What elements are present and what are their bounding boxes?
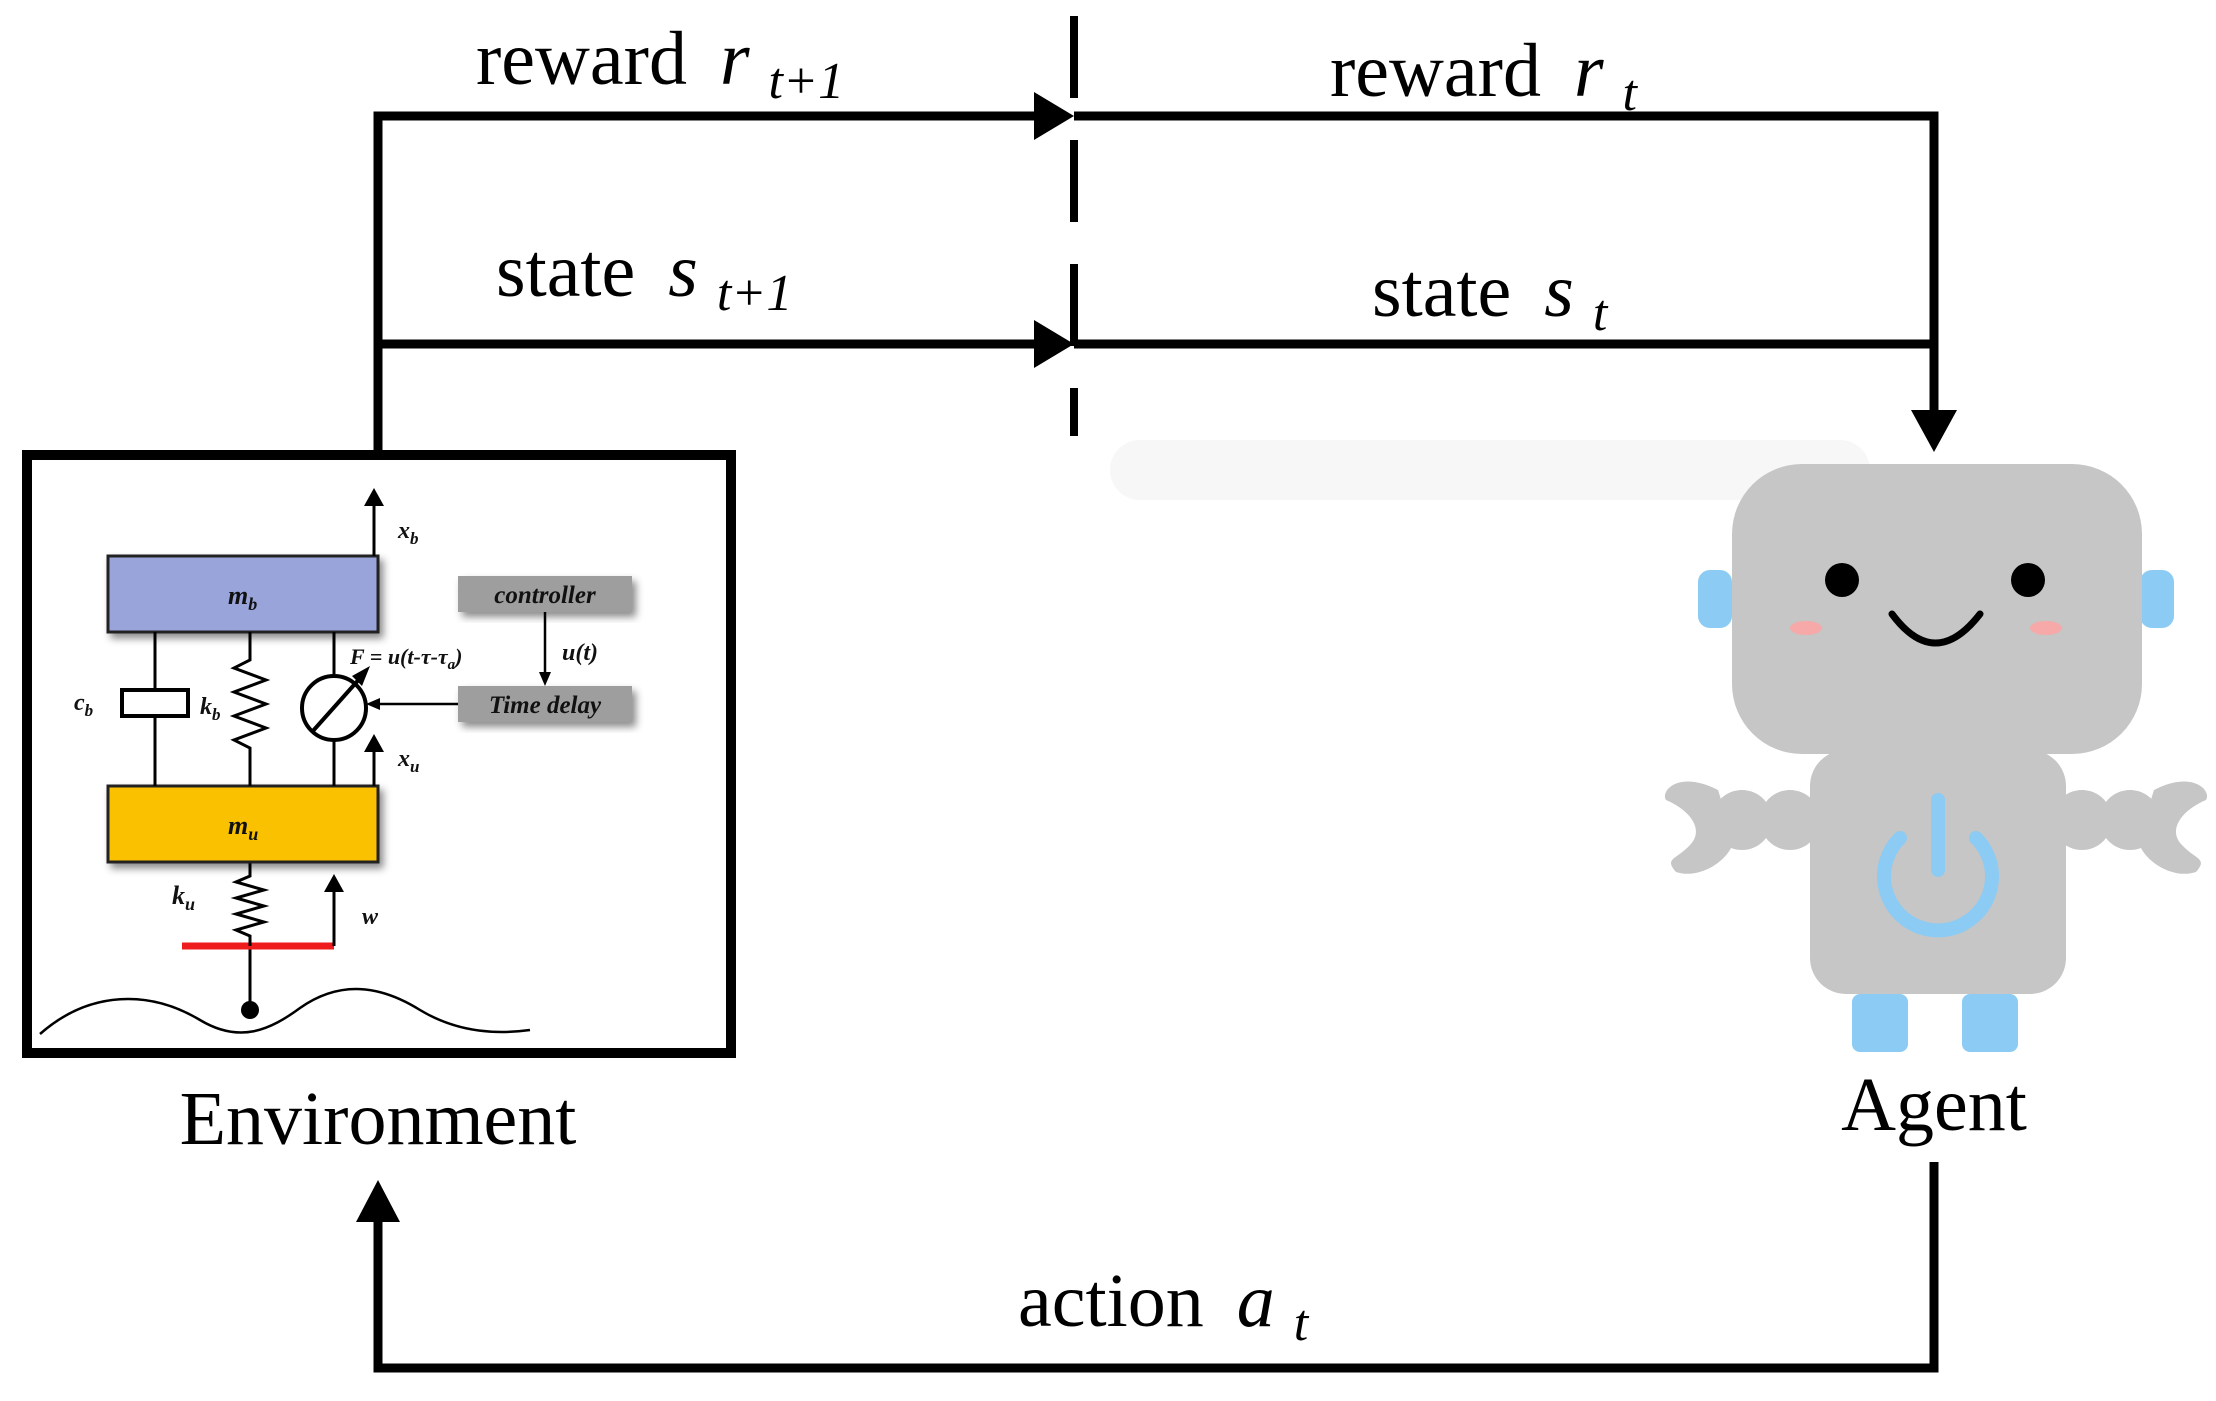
state-next-subscript: t+1 (717, 265, 793, 322)
damping-symbol: c (74, 690, 85, 716)
agent-label: Agent (1841, 1063, 2027, 1147)
sprung-mass-block (106, 554, 380, 634)
action-word: action (1018, 1259, 1204, 1343)
robot-right-cheek (2030, 621, 2062, 635)
sprung-mass-label: mb (228, 581, 257, 614)
actuator-force-subscript: a (448, 657, 456, 673)
sprung-displacement-arrowhead (364, 488, 384, 506)
robot-right-foot (1962, 994, 2018, 1052)
damping-subscript: b (85, 701, 94, 720)
road-profile (39, 987, 531, 1035)
damping-label: cb (74, 690, 93, 720)
state-now-symbol: s (1544, 249, 1574, 333)
state-next-symbol: s (668, 229, 698, 313)
reward-next-label: reward r t+1 (476, 17, 844, 110)
robot-left-cheek (1790, 621, 1822, 635)
environment-frame (22, 450, 736, 1058)
reward-now-word: reward (1330, 29, 1541, 113)
delay-to-actuator-arrowhead (366, 698, 380, 710)
robot-power-icon (1877, 831, 1999, 938)
robot-left-arm (1664, 781, 1820, 874)
agent-input-arrowhead (1911, 410, 1957, 452)
state-now-word: state (1372, 249, 1511, 333)
tire-stiffness-subscript: u (185, 894, 195, 914)
time-delay-label: Time delay (489, 692, 602, 719)
road-input-arrowhead (324, 874, 344, 892)
unsprung-displacement-arrowhead (364, 734, 384, 752)
action-line (373, 1162, 1939, 1373)
suspension-spring (229, 632, 271, 786)
robot-right-ear (2140, 570, 2174, 628)
tire-spring (230, 862, 270, 946)
suspension-stiffness-label: kb (200, 694, 221, 724)
unsprung-mass-subscript: u (248, 824, 258, 844)
unsprung-displacement-symbol: x (397, 746, 410, 772)
damper-body (120, 688, 190, 718)
reward-next-word: reward (476, 17, 687, 101)
unsprung-displacement-label: xu (397, 746, 419, 776)
robot-right-arm (2052, 781, 2208, 874)
environment-label: Environment (180, 1077, 577, 1161)
controller-block (458, 576, 632, 612)
action-label: action a t (1018, 1259, 1310, 1352)
road-input-label: w (362, 904, 379, 930)
sprung-displacement-subscript: b (410, 529, 419, 548)
robot-smile (1888, 610, 1984, 647)
controller-to-delay-arrowhead (539, 672, 551, 686)
tire-stiffness-symbol: k (172, 881, 185, 910)
actuator-slash-head (352, 666, 370, 686)
reward-now-label: reward r t (1330, 29, 1639, 122)
suspension-stiffness-subscript: b (212, 705, 221, 724)
unsprung-displacement-subscript: u (410, 757, 419, 776)
environment-box: w ku mu mb xb cb kb (22, 450, 736, 1058)
reward-now-symbol: r (1574, 29, 1604, 113)
sprung-mass-symbol: m (228, 581, 248, 610)
state-now-subscript: t (1593, 285, 1609, 342)
robot-right-eye (2011, 563, 2045, 597)
sprung-mass-subscript: b (248, 594, 257, 614)
suspension-stiffness-symbol: k (200, 694, 212, 720)
sprung-displacement-symbol: x (397, 518, 410, 544)
actuator-slash (310, 674, 364, 734)
reward-next-symbol: r (720, 17, 750, 101)
tire-stiffness-label: ku (172, 881, 195, 914)
reward-line-right (1074, 111, 1939, 412)
controller-label: controller (494, 582, 596, 609)
state-now-label: state s t (1372, 249, 1609, 342)
robot-left-foot (1852, 994, 1908, 1052)
reward-now-subscript: t (1623, 65, 1639, 122)
state-arrowhead (1034, 320, 1074, 368)
unsprung-mass-block (106, 784, 380, 864)
control-signal-label: u(t) (562, 640, 598, 666)
reward-arrowhead (1034, 92, 1074, 140)
actuator-force-text: F = u(t-τ-τ (349, 644, 449, 669)
sprung-displacement-label: xb (397, 518, 419, 548)
shadow-band (1110, 440, 1870, 500)
action-symbol: a (1237, 1259, 1275, 1343)
feedback-loop (373, 111, 1939, 1373)
state-next-word: state (496, 229, 635, 313)
actuator-force-close: ) (453, 644, 462, 669)
reward-next-subscript: t+1 (769, 53, 845, 110)
robot-head (1732, 464, 2142, 754)
unsprung-mass-label: mu (228, 811, 258, 844)
time-delay-block (458, 686, 632, 722)
actuator-force-label: F = u(t-τ-τa) (349, 644, 463, 673)
environment-input-arrowhead (356, 1180, 400, 1222)
robot-left-ear (1698, 570, 1732, 628)
agent-robot (1664, 464, 2208, 1052)
robot-left-eye (1825, 563, 1859, 597)
unsprung-mass-symbol: m (228, 811, 248, 840)
action-subscript: t (1294, 1295, 1310, 1352)
state-next-label: state s t+1 (496, 229, 792, 322)
